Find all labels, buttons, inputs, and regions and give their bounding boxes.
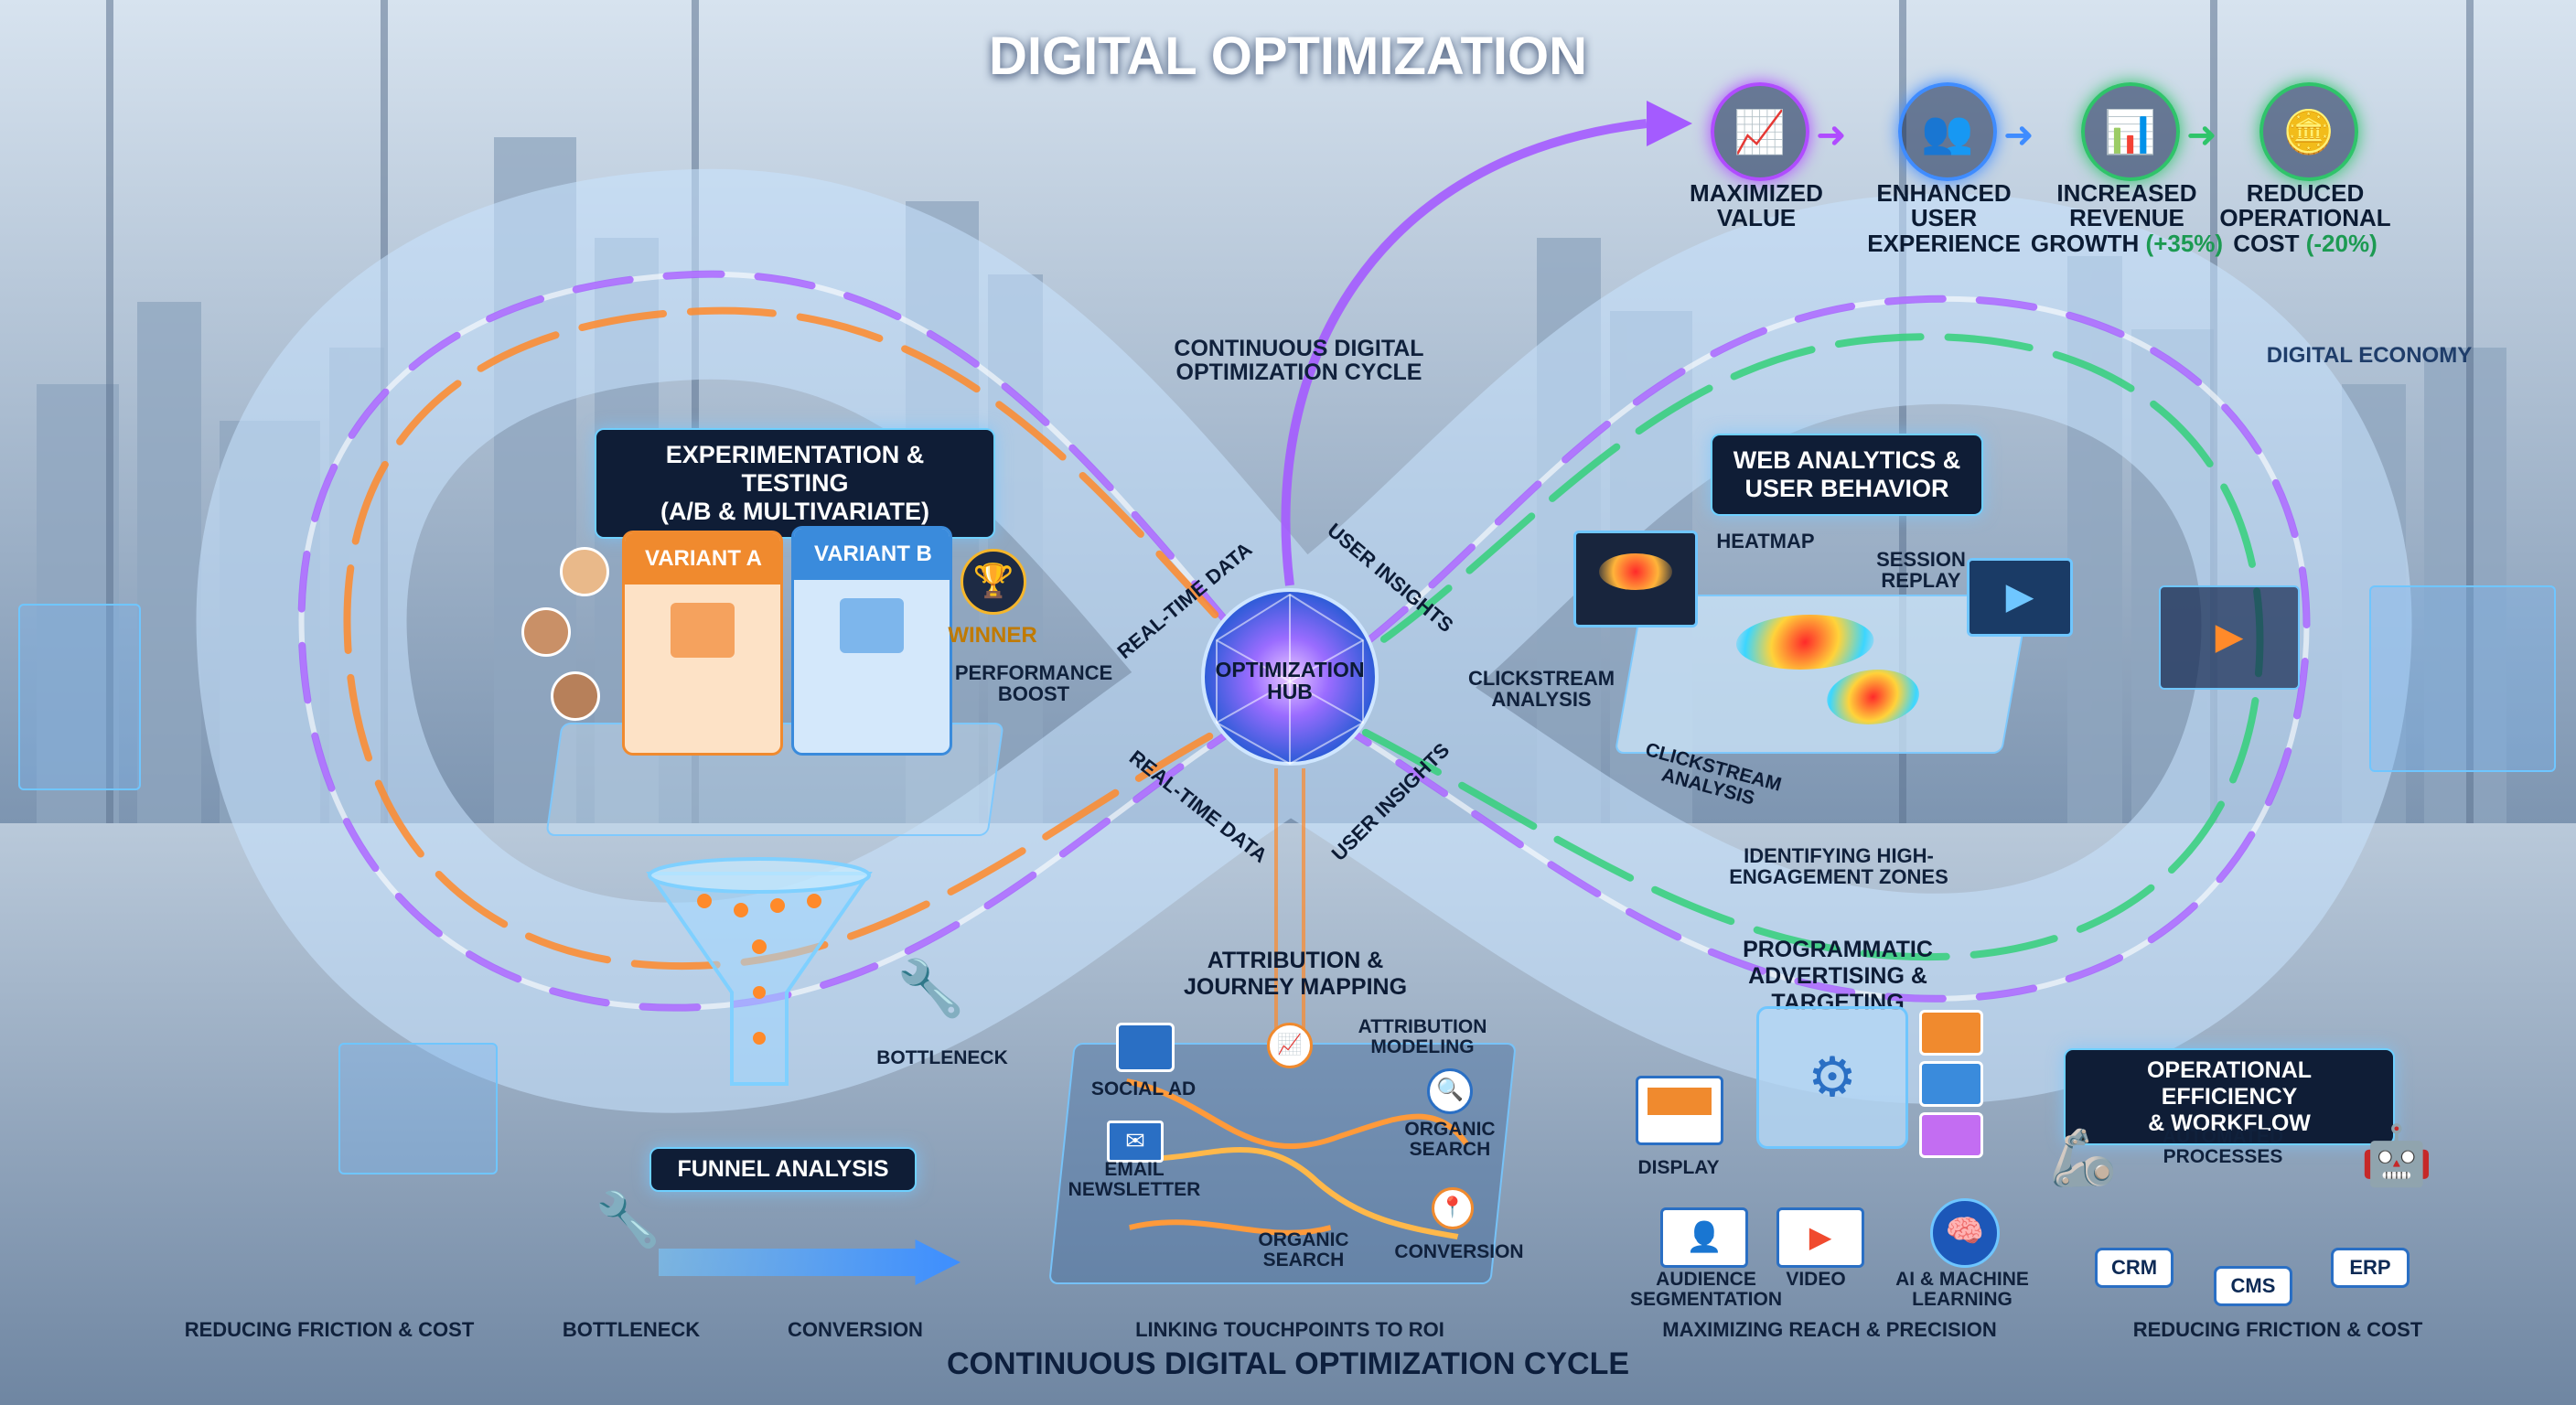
avatar — [560, 547, 609, 596]
ai-ml-label: AI & MACHINE LEARNING — [1895, 1269, 2029, 1311]
bottom-title: CONTINUOUS DIGITAL OPTIMIZATION CYCLE — [946, 1346, 1630, 1381]
session-replay-label: SESSION REPLAY — [1876, 548, 1966, 593]
arrow-icon: ➜ — [1816, 115, 1847, 156]
heatmap-hotspot — [1731, 615, 1879, 670]
cost-coins-icon: 🪙 — [2259, 82, 2358, 181]
variant-b-image-icon — [840, 598, 904, 653]
video-icon: ▶ — [1776, 1207, 1864, 1268]
outcome-cost-highlight: (-20%) — [2305, 229, 2377, 257]
trophy-icon: 🏆 — [961, 549, 1026, 615]
dashboard-screen: ▶ — [2159, 585, 2300, 690]
outcome-row: 📈 MAXIMIZED VALUE ➜ 👥 ENHANCED USER EXPE… — [1674, 82, 2497, 265]
display-label: DISPLAY — [1637, 1157, 1720, 1178]
audience-icon: 👤 — [1660, 1207, 1748, 1268]
outcome-revenue-label: INCREASED REVENUE GROWTH — [2030, 179, 2197, 257]
variant-a-label: VARIANT A — [625, 533, 780, 585]
gears-icon: ⚙ — [1756, 1006, 1908, 1149]
clickstream-label: CLICKSTREAM ANALYSIS — [1467, 667, 1615, 712]
heatmap-hotspot — [1822, 670, 1924, 724]
optimization-hub: OPTIMIZATION HUB — [1215, 658, 1365, 704]
linking-touchpoints-label: LINKING TOUCHPOINTS TO ROI — [1135, 1318, 1444, 1341]
attribution-heading: ATTRIBUTION & JOURNEY MAPPING — [1183, 948, 1408, 1000]
funnel-conversion-label: CONVERSION — [788, 1318, 923, 1341]
heatmap-hotspot — [1599, 553, 1672, 590]
maximizing-reach-label: MAXIMIZING REACH & PRECISION — [1662, 1318, 1997, 1341]
attribution-modeling-label: ATTRIBUTION MODELING — [1358, 1016, 1487, 1058]
variant-a-card: VARIANT A — [622, 531, 783, 756]
winner-label: WINNER — [948, 623, 1037, 648]
wrench-icon: 🔧 — [896, 958, 965, 1019]
funnel-analysis-heading: FUNNEL ANALYSIS — [649, 1147, 917, 1192]
email-newsletter-label: EMAIL NEWSLETTER — [1068, 1159, 1201, 1201]
web-analytics-heading: WEB ANALYTICS & USER BEHAVIOR — [1711, 434, 1983, 517]
robot-arm-icon: 🦾 — [2049, 1127, 2118, 1188]
location-pin-icon: 📍 — [1432, 1187, 1474, 1229]
journey-paths — [1118, 1078, 1470, 1239]
digital-economy-label: DIGITAL ECONOMY — [2266, 343, 2473, 368]
experimentation-heading: EXPERIMENTATION & TESTING (A/B & MULTIVA… — [595, 428, 995, 540]
funnel-graphic — [646, 857, 873, 1086]
bottleneck-label-top: BOTTLENECK — [876, 1047, 1008, 1068]
chart-up-icon: 📈 — [1711, 82, 1809, 181]
robot-icon: 🤖 — [2360, 1122, 2433, 1188]
erp-node: ERP — [2331, 1248, 2410, 1288]
arrow-icon: ➜ — [2186, 115, 2217, 156]
ad-tile-icon — [1919, 1061, 1983, 1107]
heatmap-screen — [1573, 531, 1698, 627]
attribution-conversion-label: CONVERSION — [1394, 1241, 1524, 1262]
diagram-title: DIGITAL OPTIMIZATION — [988, 27, 1588, 86]
reducing-friction-left: REDUCING FRICTION & COST — [184, 1318, 475, 1341]
email-icon: ✉ — [1107, 1121, 1164, 1163]
avatar — [521, 607, 571, 657]
outcome-maximized-value: MAXIMIZED VALUE — [1690, 179, 1823, 232]
social-ad-icon — [1116, 1023, 1175, 1072]
cms-node: CMS — [2214, 1266, 2292, 1306]
identifying-label: IDENTIFYING HIGH- ENGAGEMENT ZONES — [1729, 844, 1948, 889]
outcome-reduced-cost: REDUCED OPERATIONAL COST (-20%) — [2200, 179, 2410, 257]
automated-processes-label: AUTOMATED PROCESSES — [2162, 1126, 2284, 1168]
performance-boost-label: PERFORMANCE BOOST — [954, 661, 1113, 706]
play-icon: ▶ — [1967, 558, 2073, 637]
bottleneck-label-bottom: BOTTLENECK — [562, 1318, 701, 1341]
ad-tile-icon — [1919, 1112, 1983, 1158]
audience-segmentation-label: AUDIENCE SEGMENTATION — [1629, 1269, 1783, 1311]
variant-b-label: VARIANT B — [794, 529, 950, 580]
variant-a-image-icon — [671, 603, 735, 658]
display-icon — [1636, 1076, 1723, 1145]
outcome-cost-label: REDUCED OPERATIONAL COST — [2219, 179, 2391, 257]
ad-tile-icon — [1919, 1010, 1983, 1056]
outcome-revenue-growth: INCREASED REVENUE GROWTH (+35%) — [2022, 179, 2232, 257]
cycle-label-top: CONTINUOUS DIGITAL OPTIMIZATION CYCLE — [1174, 336, 1424, 386]
heatmap-label: HEATMAP — [1716, 530, 1815, 552]
wrench-icon: 🔧 — [595, 1190, 661, 1249]
arrow-icon: ➜ — [2003, 115, 2034, 156]
display-banner — [1648, 1088, 1712, 1115]
social-ad-label: SOCIAL AD — [1090, 1078, 1197, 1099]
dashboard-screen — [2369, 585, 2556, 772]
organic-search-label-bottom: ORGANIC SEARCH — [1258, 1229, 1349, 1271]
organic-search-label-top: ORGANIC SEARCH — [1404, 1119, 1496, 1161]
variant-b-card: VARIANT B — [791, 526, 952, 756]
dashboard-screen — [18, 604, 141, 790]
dashboard-screen — [338, 1043, 498, 1174]
revenue-growth-icon: 📊 — [2081, 82, 2180, 181]
brain-icon: 🧠 — [1930, 1198, 2000, 1268]
outcome-user-experience: ENHANCED USER EXPERIENCE — [1867, 179, 2021, 257]
chart-icon: 📈 — [1267, 1023, 1313, 1068]
crm-node: CRM — [2095, 1248, 2174, 1288]
search-icon: 🔍 — [1427, 1068, 1473, 1114]
journey-map-panel — [1048, 1043, 1517, 1284]
video-label: VIDEO — [1786, 1269, 1846, 1290]
users-icon: 👥 — [1898, 82, 1997, 181]
operations-heading: OPERATIONAL EFFICIENCY & WORKFLOW — [2064, 1048, 2395, 1146]
reducing-friction-right: REDUCING FRICTION & COST — [2132, 1318, 2423, 1341]
avatar — [551, 671, 600, 721]
programmatic-heading: PROGRAMMATIC ADVERTISING & TARGETING — [1743, 937, 1933, 1015]
outcome-revenue-highlight: (+35%) — [2145, 229, 2224, 257]
